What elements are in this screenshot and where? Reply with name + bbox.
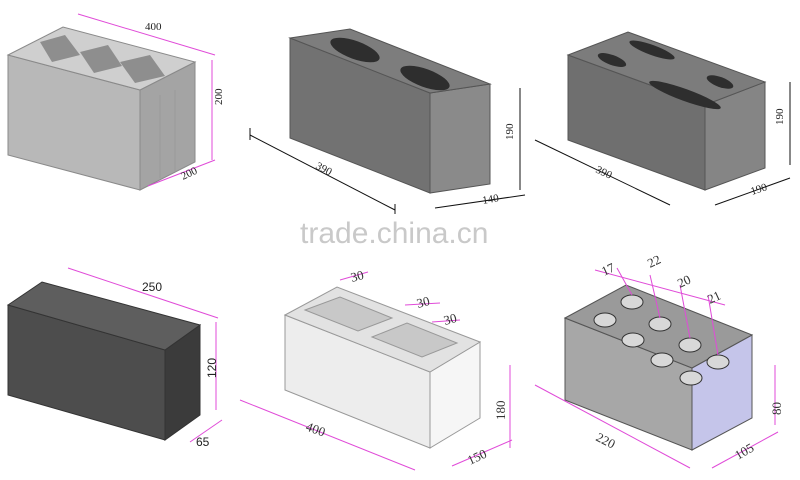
block5-height-label: 180 [493, 401, 508, 421]
block6-length-label: 220 [594, 429, 618, 451]
block6-spacing-label-4: 21 [705, 288, 723, 307]
block1-height-label: 200 [213, 88, 225, 105]
hollow-block-2-oval: 390 190 140 [249, 28, 526, 214]
block3-width-label: 190 [749, 181, 769, 198]
block4-width-label: 65 [196, 435, 210, 449]
solid-brick: 250 120 65 [6, 267, 223, 449]
block2-length-label: 390 [314, 160, 335, 179]
block3-height-label: 190 [774, 108, 786, 125]
block6-spacing-label-2: 22 [645, 252, 663, 271]
block3-length-label: 390 [594, 164, 614, 182]
block1-length-label: 400 [145, 21, 162, 33]
hollow-block-3-cell: 400 200 200 [6, 13, 225, 191]
block4-height-label: 120 [205, 358, 219, 378]
block2-width-label: 140 [481, 192, 500, 207]
block4-length-label: 250 [142, 280, 162, 294]
hollow-block-2-cell: 400 180 150 30 30 30 [239, 267, 513, 471]
block6-width-label: 105 [732, 440, 756, 463]
block5-length-label: 400 [304, 419, 327, 440]
block5-wall-label-3: 30 [442, 310, 458, 328]
block5-wall-label-2: 30 [415, 293, 431, 311]
perforated-brick: 220 80 105 17 22 20 21 [534, 252, 784, 469]
block6-spacing-label-1: 17 [599, 259, 618, 278]
block2-height-label: 190 [504, 123, 516, 140]
hollow-block-slotted: 390 190 190 [534, 31, 791, 206]
block6-height-label: 80 [769, 402, 784, 415]
block5-wall-label-1: 30 [349, 267, 365, 285]
block6-spacing-label-3: 20 [675, 272, 693, 291]
block5-width-label: 150 [465, 446, 489, 468]
watermark: trade.china.cn [300, 217, 488, 250]
